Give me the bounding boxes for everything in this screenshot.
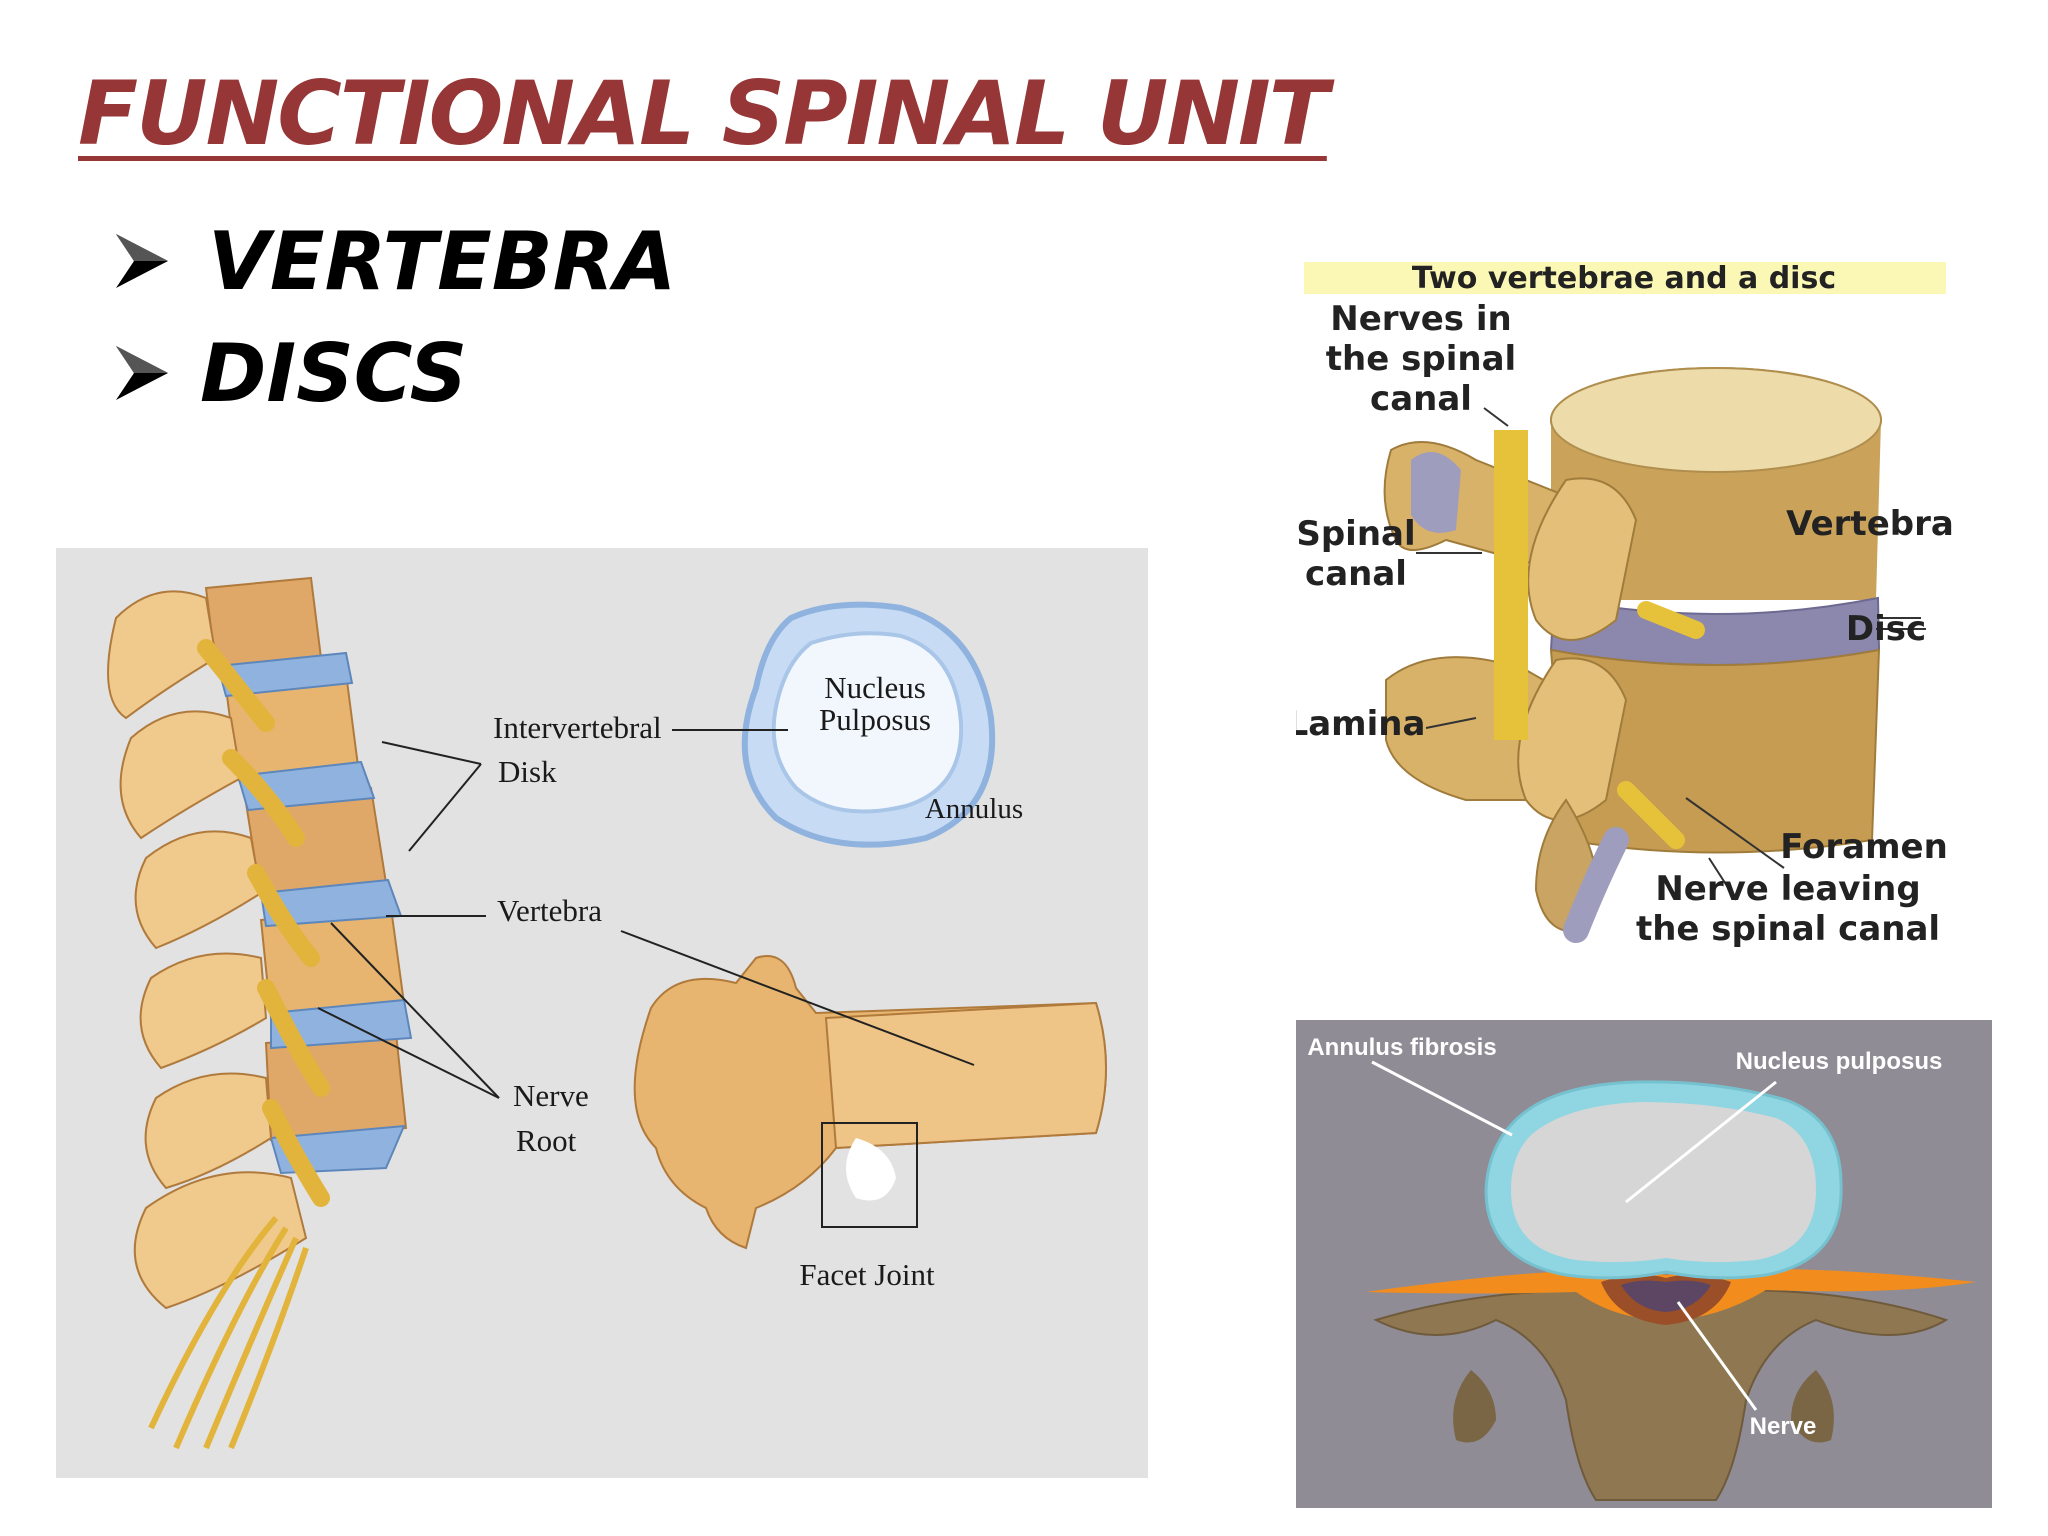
arrow-bullet-icon — [116, 234, 168, 288]
bullet-label: VERTEBRA — [208, 214, 677, 308]
lamina-label: Lamina — [1296, 704, 1425, 744]
vertebra-label: Vertebra — [1786, 504, 1954, 544]
bullet-item: VERTEBRA — [112, 205, 676, 317]
nucleus-label: Nucleus — [824, 670, 926, 705]
bullet-label: DISCS — [200, 326, 468, 420]
nerve-leaving-label: Nerve leaving — [1655, 869, 1920, 909]
banner-background — [1304, 262, 1946, 294]
arrow-bullet-icon — [116, 346, 168, 400]
two-vertebrae-diagram: Two vertebrae and a disc — [1296, 240, 1976, 970]
root-label: Root — [516, 1123, 577, 1158]
canal-label: canal — [1370, 379, 1472, 419]
vertebra-label: Vertebra — [497, 893, 602, 928]
spinal-canal-label-2: canal — [1305, 554, 1407, 594]
leader-lines — [1416, 407, 1926, 901]
vertebra-side-illustration — [633, 955, 1107, 1250]
disk-label: Disk — [498, 754, 557, 789]
the-spinal-label: the spinal — [1326, 339, 1516, 379]
spinal-canal-label-1: Spinal — [1296, 514, 1415, 554]
foramen-label: Foramen — [1780, 827, 1948, 867]
nerve-label: Nerve — [1750, 1413, 1817, 1440]
leader-lines — [317, 729, 975, 1099]
bullet-list: VERTEBRA DISCS — [112, 205, 676, 429]
the-spinal-canal-label: the spinal canal — [1636, 909, 1940, 949]
disc-label: Disc — [1846, 609, 1926, 649]
annulus-fibrosis-label: Annulus fibrosis — [1307, 1034, 1496, 1061]
vertebrae-stack-illustration — [1383, 367, 1882, 943]
spine-column-illustration — [107, 576, 413, 1450]
leader-lines — [1371, 1060, 1777, 1411]
spine-lateral-diagram: Intervertebral Disk Nucleus Pulposus Ann… — [56, 548, 1148, 1478]
vertebra-cross-section-illustration — [1366, 1080, 1976, 1501]
disc-cross-section-diagram: Annulus fibrosis Nucleus pulposus Nerve — [1296, 1020, 1992, 1508]
facet-joint-box — [821, 1122, 918, 1228]
nerve-label: Nerve — [513, 1078, 589, 1113]
annulus-label: Annulus — [925, 793, 1023, 825]
banner-title: Two vertebrae and a disc — [1412, 261, 1836, 296]
bullet-item: DISCS — [112, 317, 676, 429]
facet-joint-label: Facet Joint — [799, 1257, 935, 1292]
intervertebral-label: Intervertebral — [493, 710, 662, 745]
pulposus-label: Pulposus — [819, 702, 931, 737]
disc-top-view-illustration — [741, 601, 996, 848]
slide-title: FUNCTIONAL SPINAL UNIT — [78, 62, 1329, 165]
nerves-in-label: Nerves in — [1330, 299, 1511, 339]
nucleus-pulposus-label: Nucleus pulposus — [1736, 1048, 1943, 1075]
